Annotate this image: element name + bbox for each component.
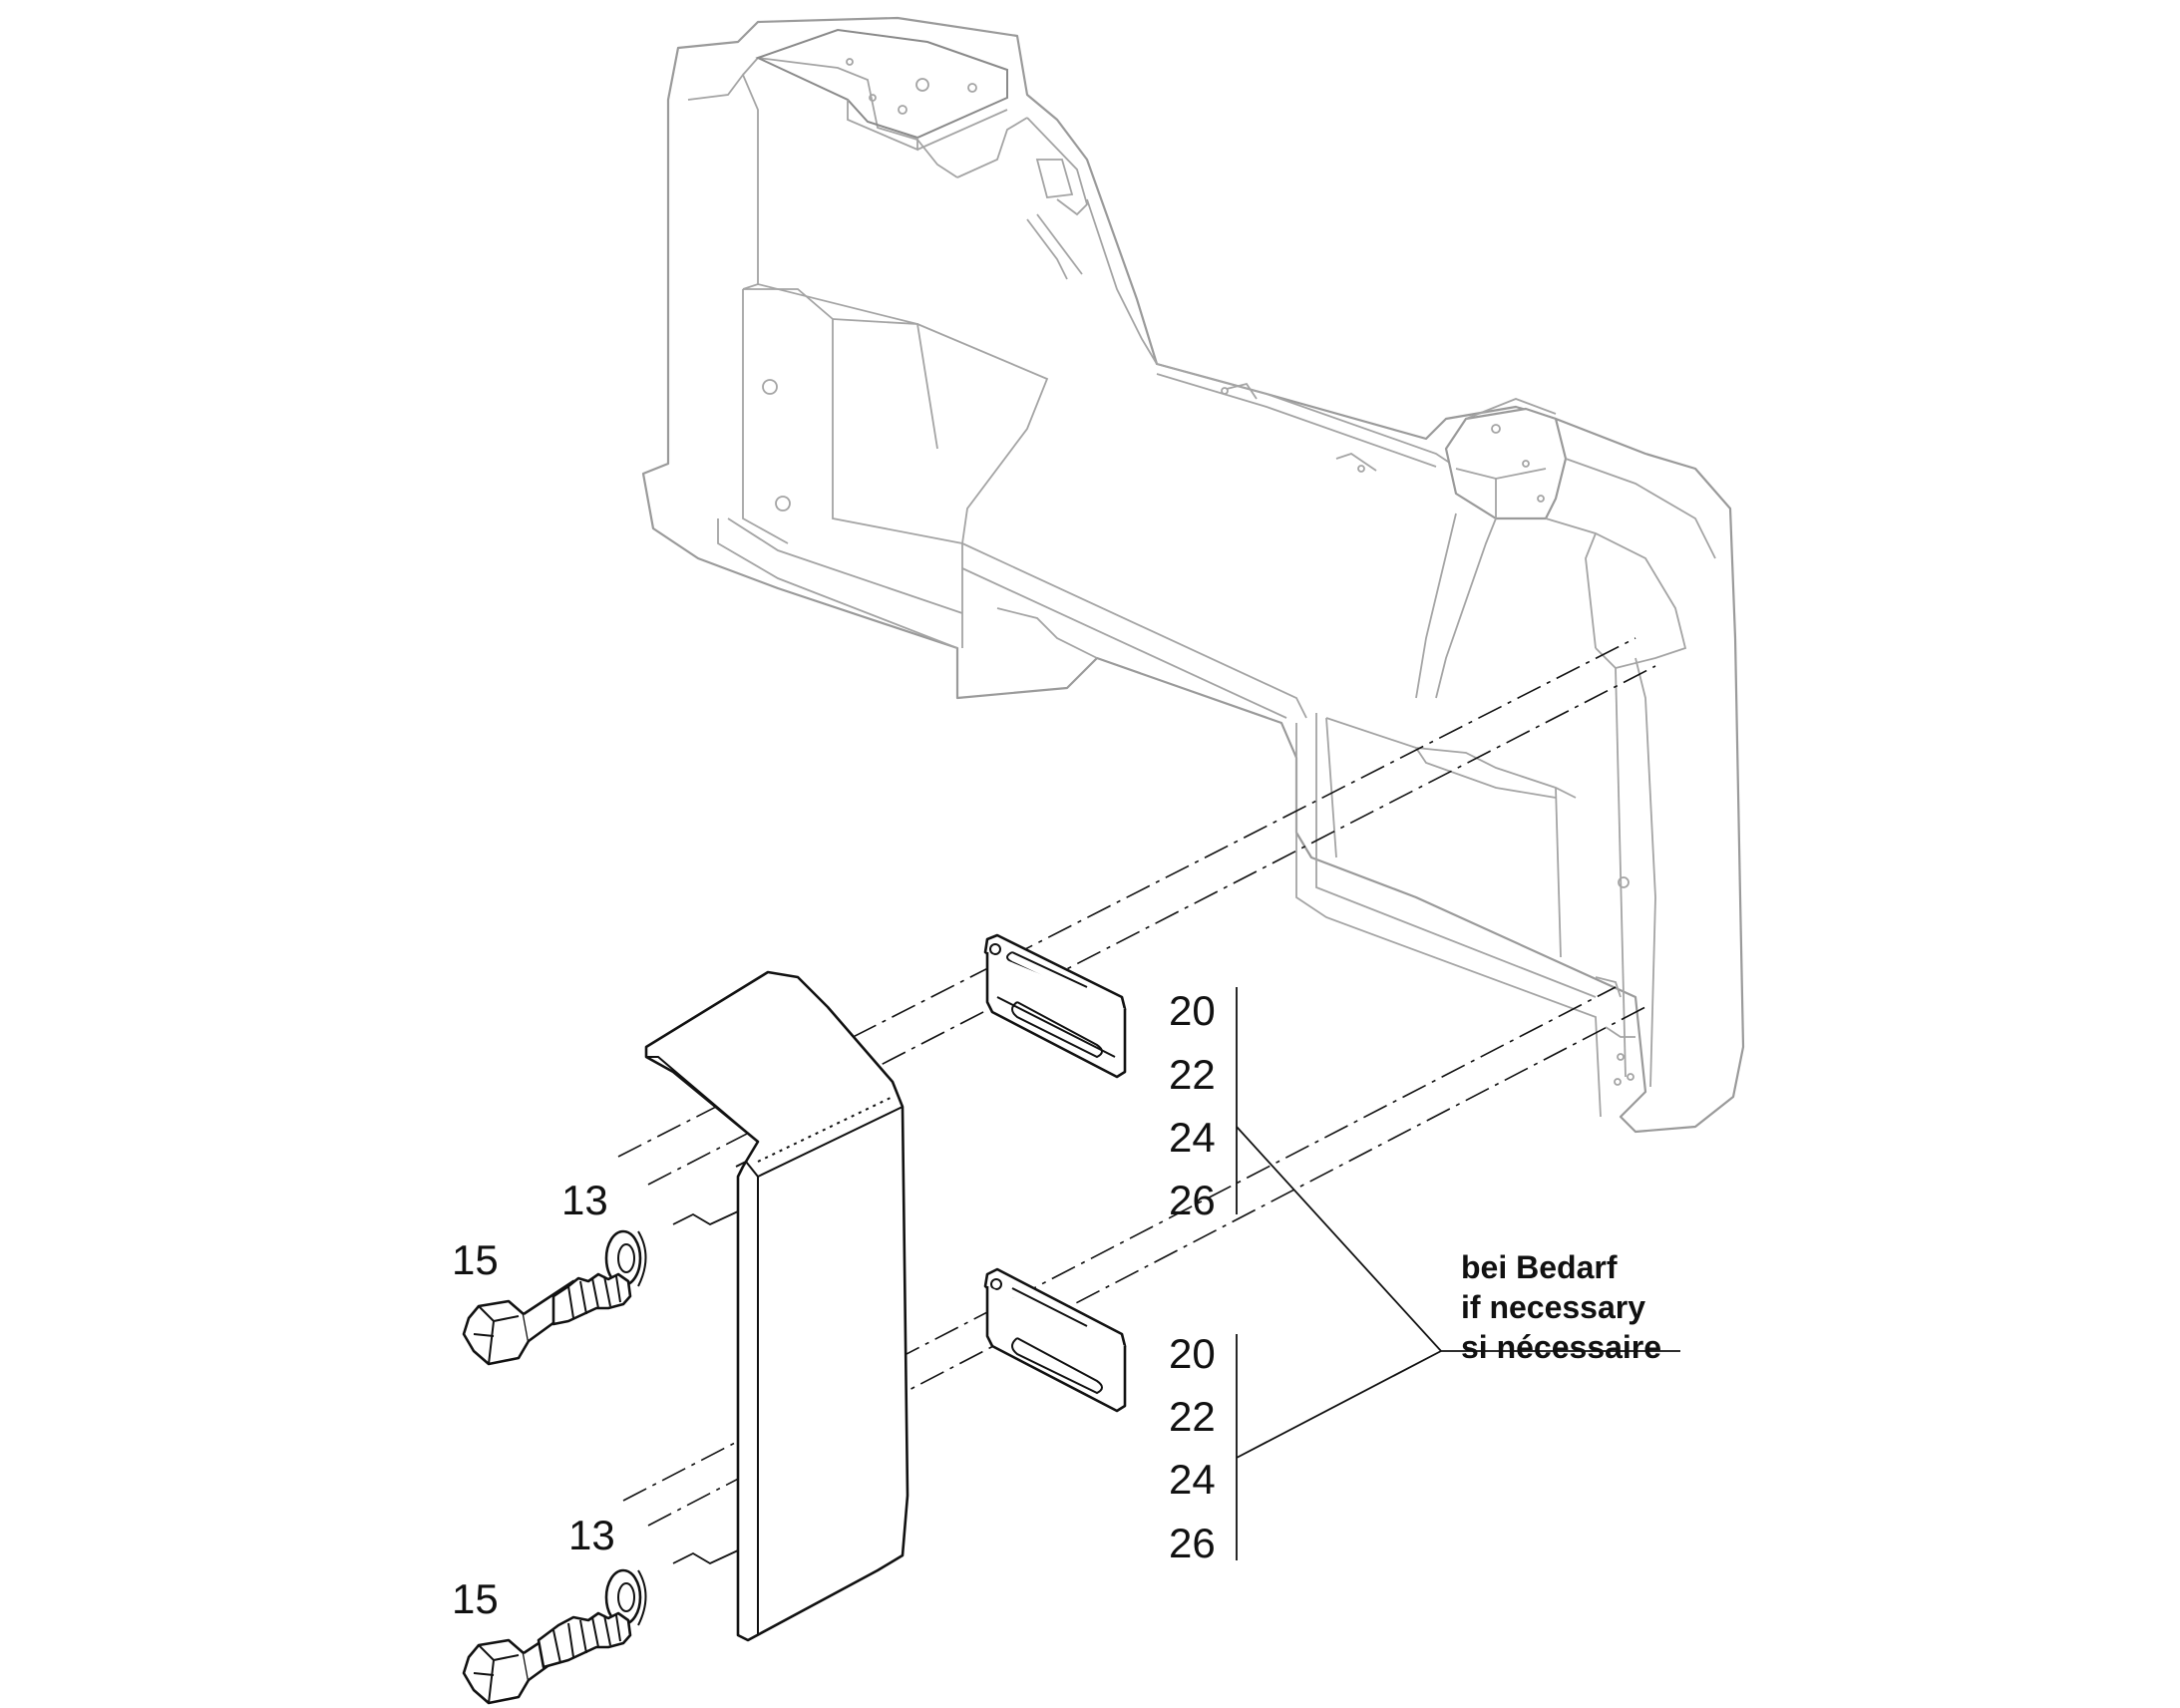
bolt-lower xyxy=(462,1611,632,1705)
callout-shim-lower-1: 20 xyxy=(1169,1330,1216,1377)
callout-shim-upper-1: 20 xyxy=(1169,987,1216,1034)
callout-shim-upper-2: 22 xyxy=(1169,1051,1216,1098)
callout-washer-upper: 13 xyxy=(561,1177,608,1223)
note-line-de: bei Bedarf xyxy=(1461,1249,1618,1285)
shim-upper-pack xyxy=(983,933,1127,1079)
washer-upper xyxy=(604,1229,647,1287)
shim-callouts-lower: 20 22 24 26 xyxy=(1169,1330,1216,1566)
leader-lines xyxy=(672,987,1680,1565)
callout-shim-upper-4: 26 xyxy=(1169,1177,1216,1223)
shim-callouts-upper: 20 22 24 26 xyxy=(1169,987,1216,1223)
washer-lower xyxy=(604,1568,647,1626)
shim-lower-pack xyxy=(983,1267,1127,1413)
note-line-en: if necessary xyxy=(1461,1289,1645,1325)
callout-washer-lower: 13 xyxy=(568,1512,615,1558)
callout-shim-lower-2: 22 xyxy=(1169,1393,1216,1440)
bolt-upper xyxy=(462,1272,632,1366)
weight-carrier-frame xyxy=(641,16,1745,1134)
note-line-fr: si nécessaire xyxy=(1461,1329,1661,1365)
if-necessary-note: bei Bedarf if necessary si nécessaire xyxy=(1461,1249,1661,1365)
callout-shim-upper-3: 24 xyxy=(1169,1114,1216,1161)
callout-shim-lower-3: 24 xyxy=(1169,1456,1216,1503)
callout-shim-lower-4: 26 xyxy=(1169,1520,1216,1566)
cover-plate xyxy=(644,970,909,1642)
callout-bolt-lower: 15 xyxy=(452,1575,499,1622)
callout-bolt-upper: 15 xyxy=(452,1236,499,1283)
